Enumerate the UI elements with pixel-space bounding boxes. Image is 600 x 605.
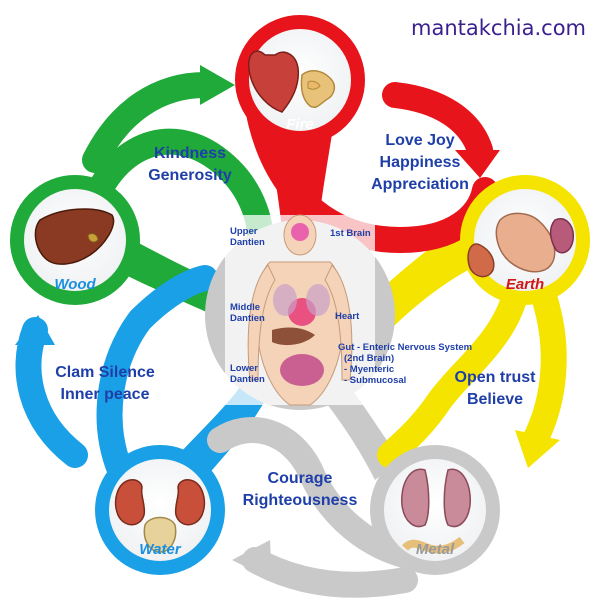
fire-virtues: Love Joy Happiness Appreciation [345, 130, 495, 196]
earth-virtues: Open trust Believe [425, 367, 565, 411]
metal-label: Metal [415, 541, 455, 558]
site-name: mantakchia.com [411, 16, 586, 40]
water-label: Water [139, 541, 181, 558]
metal-arrow-arc [242, 547, 418, 598]
fire-circle [235, 15, 365, 145]
body-liver [272, 327, 315, 346]
stomach-spleen-icon [467, 212, 574, 278]
metal-virtues: Courage Righteousness [225, 468, 375, 512]
lower-dantien-label: Lower Dantien [230, 363, 265, 385]
left-arm [247, 264, 276, 381]
body-lung-right [306, 284, 330, 316]
earth-virtue-2: Believe [466, 391, 524, 408]
body-lung-left [273, 284, 297, 316]
water-virtue-1: Clam Silence [55, 364, 155, 381]
fire-arrow-head [455, 150, 500, 178]
centre-body [205, 214, 395, 410]
heart-intestine-icon [248, 50, 336, 113]
metal-virtue-1: Courage [267, 470, 333, 487]
lungs-colon-icon [401, 468, 471, 554]
wood-arrow-arc [82, 72, 218, 173]
fire-arrow-arc [382, 82, 493, 163]
gut-label: Gut - Enteric Nervous System (2nd Brain)… [338, 342, 473, 386]
wood-virtue-1: Kindness [153, 145, 226, 162]
metal-virtue-2: Righteousness [242, 492, 358, 509]
heart-label: Heart [335, 311, 360, 322]
arrow-heads [15, 65, 560, 580]
wood-label: Wood [54, 276, 96, 293]
earth-arrow-arc [522, 287, 567, 453]
fire-virtue-3: Appreciation [371, 176, 469, 193]
earth-virtue-1: Open trust [454, 369, 536, 386]
water-arrow-head [15, 315, 55, 345]
fire-virtue-2: Happiness [379, 154, 461, 171]
wood-arrow-head [200, 65, 235, 105]
earth-arc [377, 247, 533, 468]
kidneys-bladder-icon [114, 479, 206, 553]
earth-arrow-head [515, 430, 560, 468]
water-virtues: Clam Silence Inner peace [35, 362, 175, 406]
fire-virtue-1: Love Joy [385, 132, 455, 149]
body-gut [280, 354, 324, 386]
upper-dantien-label: Upper Dantien [230, 226, 265, 248]
upper-dantien-glow [291, 223, 309, 241]
earth-label: Earth [505, 276, 545, 293]
metal-arrow-head [232, 540, 272, 580]
wood-virtue-2: Generosity [148, 167, 232, 184]
wood-arc [82, 128, 273, 248]
right-arm [324, 264, 353, 381]
liver-icon [34, 208, 115, 265]
water-arc [96, 265, 218, 483]
middle-dantien-label: Middle Dantien [230, 302, 265, 324]
first-brain-label: 1st Brain [330, 228, 371, 239]
wood-virtues: Kindness Generosity [120, 143, 260, 187]
water-virtue-2: Inner peace [60, 386, 150, 403]
fire-label: Fire [286, 116, 314, 133]
